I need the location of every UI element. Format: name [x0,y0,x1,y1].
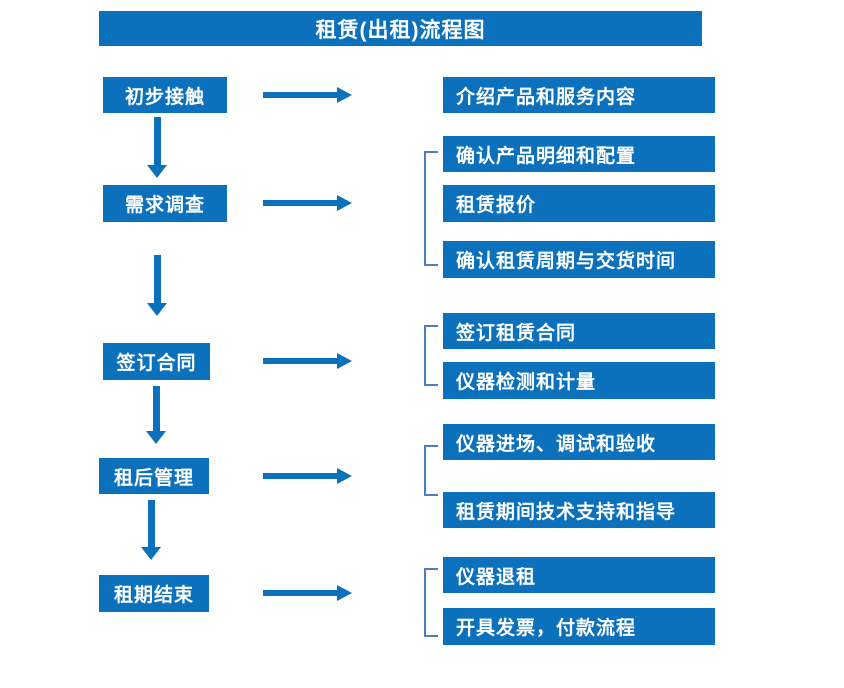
down-arrow-head [146,431,166,444]
right-arrow-icon [263,468,353,484]
down-arrow-icon [146,386,166,444]
right-arrow-icon [263,353,353,369]
step-post-rental-management: 租后管理 [99,458,209,494]
flowchart-title-bar: 租赁(出租)流程图 [99,11,702,46]
output-confirm-rental-period-delivery: 确认租赁周期与交货时间 [443,241,715,278]
flowchart-title: 租赁(出租)流程图 [315,18,486,42]
output-rental-quote: 租赁报价 [443,185,715,222]
down-arrow-head [141,547,161,560]
step-rental-end: 租期结束 [99,575,209,612]
output-instrument-return: 仪器退租 [443,557,715,593]
right-arrow-icon [263,195,353,211]
down-arrow-shaft [153,386,160,431]
right-arrow-head [337,195,352,211]
right-arrow-shaft [263,200,337,206]
step-initial-contact: 初步接触 [103,77,227,113]
down-arrow-shaft [154,117,161,165]
right-arrow-head [337,468,352,484]
down-arrow-shaft [154,255,161,303]
output-introduce-products-services: 介绍产品和服务内容 [443,77,715,113]
output-invoice-payment-process: 开具发票，付款流程 [443,608,715,645]
right-arrow-head [337,585,352,601]
right-arrow-icon [263,87,353,103]
down-arrow-icon [147,117,167,178]
group-bracket-icon [424,151,438,266]
right-arrow-head [337,353,352,369]
group-bracket-icon [424,445,438,496]
output-confirm-product-details-config: 确认产品明细和配置 [443,136,715,172]
down-arrow-head [147,165,167,178]
right-arrow-head [337,87,352,103]
right-arrow-shaft [263,473,337,479]
down-arrow-icon [141,500,161,560]
output-instrument-arrival-debug-acceptance: 仪器进场、调试和验收 [443,424,715,460]
group-bracket-icon [424,568,438,637]
down-arrow-shaft [148,500,155,547]
step-sign-contract: 签订合同 [103,343,210,380]
right-arrow-shaft [263,92,337,98]
step-demand-survey: 需求调查 [103,185,227,222]
output-instrument-testing-calibration: 仪器检测和计量 [443,362,715,399]
output-rental-tech-support-guidance: 租赁期间技术支持和指导 [443,492,715,528]
right-arrow-icon [263,585,353,601]
right-arrow-shaft [263,358,337,364]
down-arrow-head [147,303,167,316]
down-arrow-icon [147,255,167,316]
output-sign-rental-contract: 签订租赁合同 [443,313,715,349]
right-arrow-shaft [263,590,337,596]
group-bracket-icon [424,325,438,386]
